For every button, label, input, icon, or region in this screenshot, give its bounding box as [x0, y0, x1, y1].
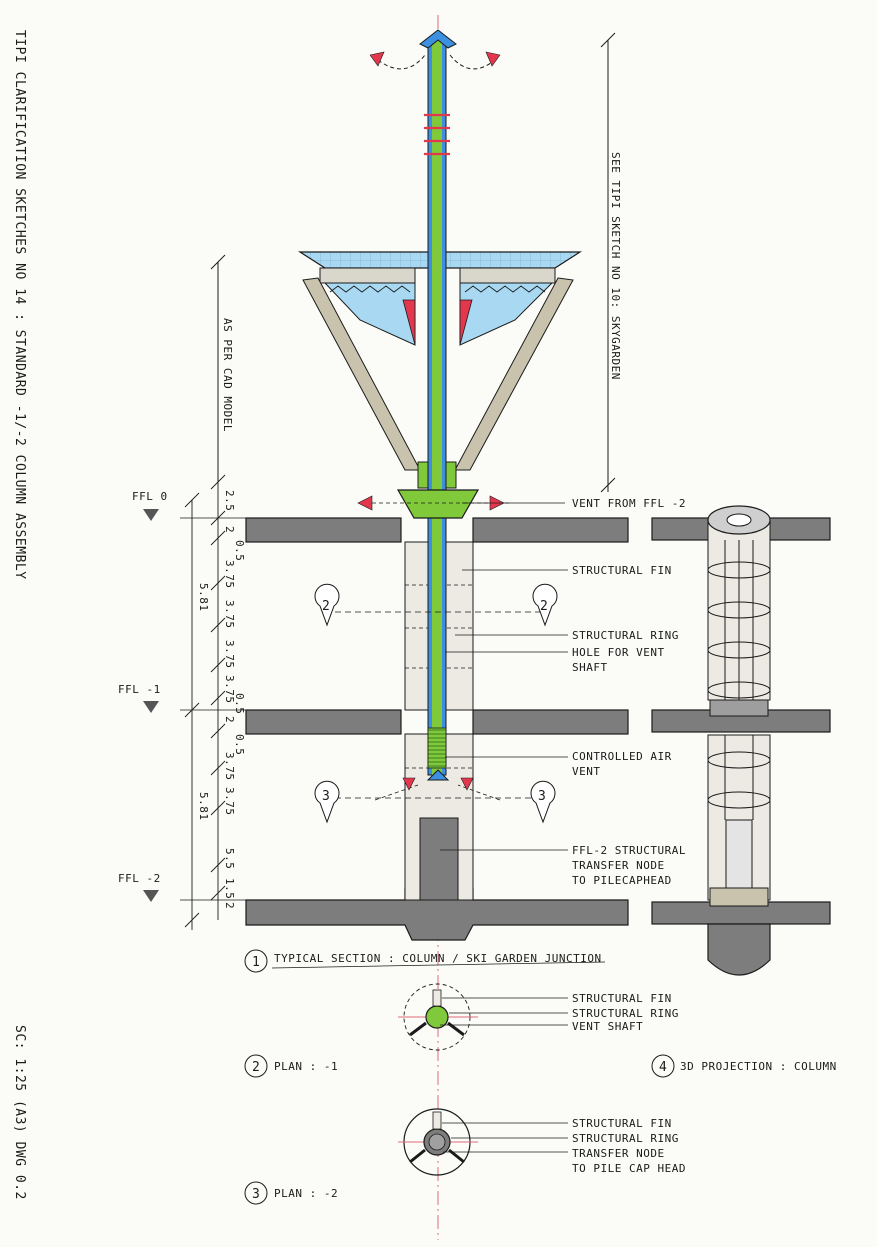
dim-upper-3: 3.75 — [223, 560, 236, 589]
callout-texts: VENT FROM FFL -2 STRUCTURAL FIN STRUCTUR… — [572, 497, 686, 887]
plan-minus-1: STRUCTURAL FIN STRUCTURAL RING VENT SHAF… — [398, 983, 679, 1051]
dim-overall-lower: 5.81 — [197, 792, 210, 821]
dim-lower-2: 3.75 — [223, 752, 236, 781]
view-4-number: 4 — [659, 1060, 667, 1075]
view-2-number: 2 — [252, 1060, 260, 1075]
skygarden-funnel — [297, 251, 583, 489]
callout-leaders — [440, 502, 568, 851]
floor-slabs — [245, 517, 629, 941]
plan1-label-shaft: VENT SHAFT — [572, 1020, 643, 1033]
see-note-bracket — [600, 32, 616, 493]
level-ffl-1: FFL -1 — [118, 683, 161, 696]
callout-shaft: SHAFT — [572, 661, 608, 674]
section-mark-2-right: 2 — [540, 599, 548, 614]
callout-hole-for-vent: HOLE FOR VENT — [572, 646, 665, 659]
view-1-title: TYPICAL SECTION : COLUMN / SKI GARDEN JU… — [274, 952, 602, 965]
level-ffl-2: FFL -2 — [118, 872, 161, 885]
plan1-label-fin: STRUCTURAL FIN — [572, 992, 672, 1005]
callout-structural-ring: STRUCTURAL RING — [572, 629, 679, 642]
cad-note-bracket — [210, 254, 226, 482]
dim-upper-4: 3.75 — [223, 600, 236, 629]
dim-lower-1: 0.5 — [233, 734, 246, 755]
level-ffl-0: FFL 0 — [132, 490, 168, 503]
callout-to-pilecaphead: TO PILECAPHEAD — [572, 874, 672, 887]
view-1-number: 1 — [252, 955, 260, 970]
plan2-label-transfer: TRANSFER NODE — [572, 1147, 665, 1160]
section-mark-2-left: 2 — [322, 599, 330, 614]
dim-upper-7: 0.5 — [233, 693, 246, 714]
section-mark-3-right: 3 — [538, 789, 546, 804]
column-3d-projection — [651, 505, 831, 976]
callout-vent: VENT — [572, 765, 601, 778]
plan2-label-ring: STRUCTURAL RING — [572, 1132, 679, 1145]
dim-overall-upper: 5.81 — [197, 583, 210, 612]
dimension-lines — [184, 474, 226, 930]
cad-model-note: AS PER CAD MODEL — [221, 318, 234, 432]
plan2-label-pilecap: TO PILE CAP HEAD — [572, 1162, 686, 1175]
callout-transfer-node: TRANSFER NODE — [572, 859, 665, 872]
section-marks: 2 2 3 3 — [314, 583, 558, 824]
level-ffl-2-triangle — [143, 890, 159, 902]
level-ffl-0-triangle — [143, 509, 159, 521]
plan2-label-fin: STRUCTURAL FIN — [572, 1117, 672, 1130]
callout-controlled-air: CONTROLLED AIR — [572, 750, 672, 763]
dim-upper-5: 3.75 — [223, 640, 236, 669]
dim-lower-4: 5.5 — [223, 848, 236, 869]
dimension-values: 5.81 5.81 2.5 2 0.5 3.75 3.75 3.75 3.75 … — [197, 490, 246, 909]
plan1-label-ring: STRUCTURAL RING — [572, 1007, 679, 1020]
dim-upper-2: 0.5 — [233, 540, 246, 561]
sheet-title: TIPI CLARIFICATION SKETCHES NO 14 : STAN… — [12, 30, 27, 580]
callout-ffl2-structural: FFL-2 STRUCTURAL — [572, 844, 686, 857]
dim-upper-0: 2.5 — [223, 490, 236, 511]
dim-lower-0: 2 — [223, 716, 236, 723]
plan-minus-2: STRUCTURAL FIN STRUCTURAL RING TRANSFER … — [398, 1108, 686, 1176]
see-skygarden-note: SEE TIPI SKETCH NO 10: SKYGARDEN — [609, 152, 622, 380]
dim-lower-3: 3.75 — [223, 787, 236, 816]
level-markers: FFL 0 FFL -1 FFL -2 — [118, 490, 246, 902]
scale-note: SC: 1:25 (A3) DWG 0.2 — [12, 1025, 27, 1200]
callout-vent-from-ffl2: VENT FROM FFL -2 — [572, 497, 686, 510]
dim-lower-5: 1.5 — [223, 878, 236, 899]
view-3-title: PLAN : -2 — [274, 1187, 338, 1200]
callout-structural-fin: STRUCTURAL FIN — [572, 564, 672, 577]
vent-shaft — [396, 29, 480, 781]
section-mark-3-left: 3 — [322, 789, 330, 804]
dim-upper-6: 3.75 — [223, 675, 236, 704]
view-4-title: 3D PROJECTION : COLUMN — [680, 1060, 837, 1073]
dim-lower-6: 2 — [223, 902, 236, 909]
level-ffl-1-triangle — [143, 701, 159, 713]
airflow-arrows — [357, 51, 510, 801]
dim-upper-1: 2 — [223, 526, 236, 533]
view-2-title: PLAN : -1 — [274, 1060, 338, 1073]
view-titles: 1 TYPICAL SECTION : COLUMN / SKI GARDEN … — [244, 949, 837, 1205]
view-3-number: 3 — [252, 1187, 260, 1202]
